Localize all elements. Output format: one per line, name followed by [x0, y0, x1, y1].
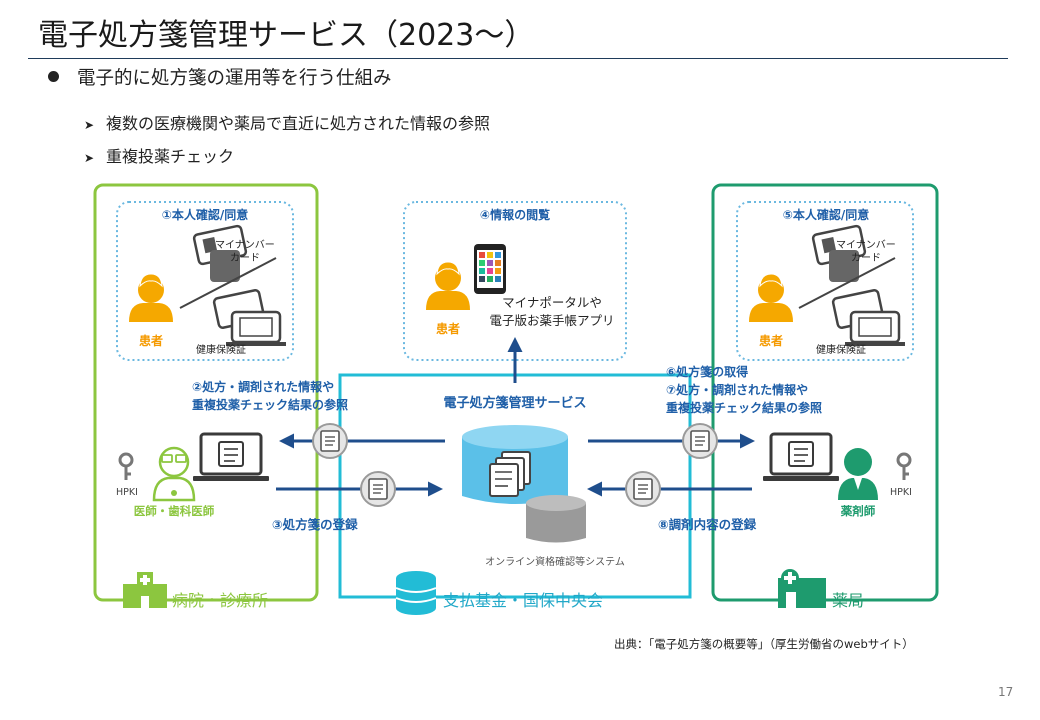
pharmacy-label: 薬局 [832, 591, 864, 610]
patient-label-center: 患者 [436, 321, 460, 336]
key-icon [896, 452, 912, 480]
mynumber-label-left-2: カード [230, 252, 260, 264]
document-icon [312, 423, 348, 459]
step3-label: ③処方箋の登録 [272, 517, 358, 532]
mynumber-label-left-1: マイナンバー [215, 239, 275, 251]
patient-icon [748, 273, 794, 323]
document-icon [625, 471, 661, 507]
main-bullet: 電子的に処方箋の運用等を行う仕組み [48, 64, 392, 90]
sub-bullet-text: 重複投薬チェック [106, 147, 235, 166]
service-label: 電子処方箋管理サービス [443, 395, 586, 411]
step6-label: ⑥処方箋の取得 [666, 364, 748, 379]
doctor-icon [152, 446, 196, 502]
step1-label: ①本人確認/同意 [162, 207, 249, 222]
hospital-frame [93, 183, 319, 602]
hpki-label-left: HPKI [116, 487, 138, 498]
step4-label: ④情報の閲覧 [480, 207, 550, 222]
mynumber-label-right-1: マイナンバー [836, 239, 896, 251]
title-divider [28, 58, 1008, 59]
mynumber-label-right-2: カード [851, 252, 881, 264]
doctor-laptop-icon [191, 432, 271, 483]
identity-box-right [736, 201, 914, 361]
fund-label: 支払基金・国保中央会 [443, 591, 603, 610]
main-bullet-text: 電子的に処方箋の運用等を行う仕組み [77, 68, 392, 89]
patient-label-right: 患者 [759, 333, 783, 348]
sub-bullet-text: 複数の医療機関や薬局で直近に処方された情報の参照 [106, 114, 491, 133]
source-citation: 出典：「電子処方箋の概要等」（厚生労働省のwebサイト） [614, 637, 914, 651]
smartphone-icon [474, 244, 506, 294]
patient-icon [425, 261, 471, 311]
pharmacist-laptop-icon [761, 432, 841, 483]
bullet-dot-icon [48, 71, 59, 82]
patient-icon [128, 273, 174, 323]
step2-label-1: ②処方・調剤された情報や [192, 379, 334, 394]
document-icon [682, 423, 718, 459]
step8-label: ⑧調剤内容の登録 [658, 517, 757, 532]
sub-bullet-2: ➤ 重複投薬チェック [84, 143, 234, 167]
pharmacist-label: 薬剤師 [840, 504, 876, 518]
fund-frame [338, 373, 692, 599]
step7-label-1: ⑦処方・調剤された情報や [666, 382, 808, 397]
sub-bullet-1: ➤ 複数の医療機関や薬局で直近に処方された情報の参照 [84, 110, 490, 134]
insurance-label-left: 健康保険証 [196, 343, 246, 356]
doctor-label: 医師・歯科医師 [134, 504, 215, 518]
app-label-1: マイナポータルや [502, 295, 602, 310]
key-icon [118, 452, 134, 480]
pharmacist-icon [838, 448, 878, 500]
hospital-label: 病院・診療所 [172, 591, 268, 610]
arrow-bullet-icon: ➤ [84, 151, 95, 165]
step2-label-2: 重複投薬チェック結果の参照 [192, 397, 348, 412]
identity-box-left [116, 201, 294, 361]
insurance-label-right: 健康保険証 [816, 343, 866, 356]
page-title: 電子処方箋管理サービス（2023～） [38, 18, 535, 53]
page-number: 17 [998, 685, 1014, 699]
patient-label-left: 患者 [139, 333, 163, 348]
online-system-database-icon [526, 495, 586, 543]
hospital-building-icon [123, 572, 167, 608]
coin-stack-icon [395, 571, 437, 615]
online-system-label: オンライン資格確認等システム [485, 555, 625, 568]
step7-label-2: 重複投薬チェック結果の参照 [666, 400, 822, 415]
document-icon [360, 471, 396, 507]
database-icon [462, 425, 568, 504]
pharmacy-building-icon [778, 569, 826, 608]
arrow-bullet-icon: ➤ [84, 118, 95, 132]
hpki-label-right: HPKI [890, 487, 912, 498]
step5-label: ⑤本人確認/同意 [783, 207, 870, 222]
app-label-2: 電子版お薬手帳アプリ [489, 313, 614, 328]
